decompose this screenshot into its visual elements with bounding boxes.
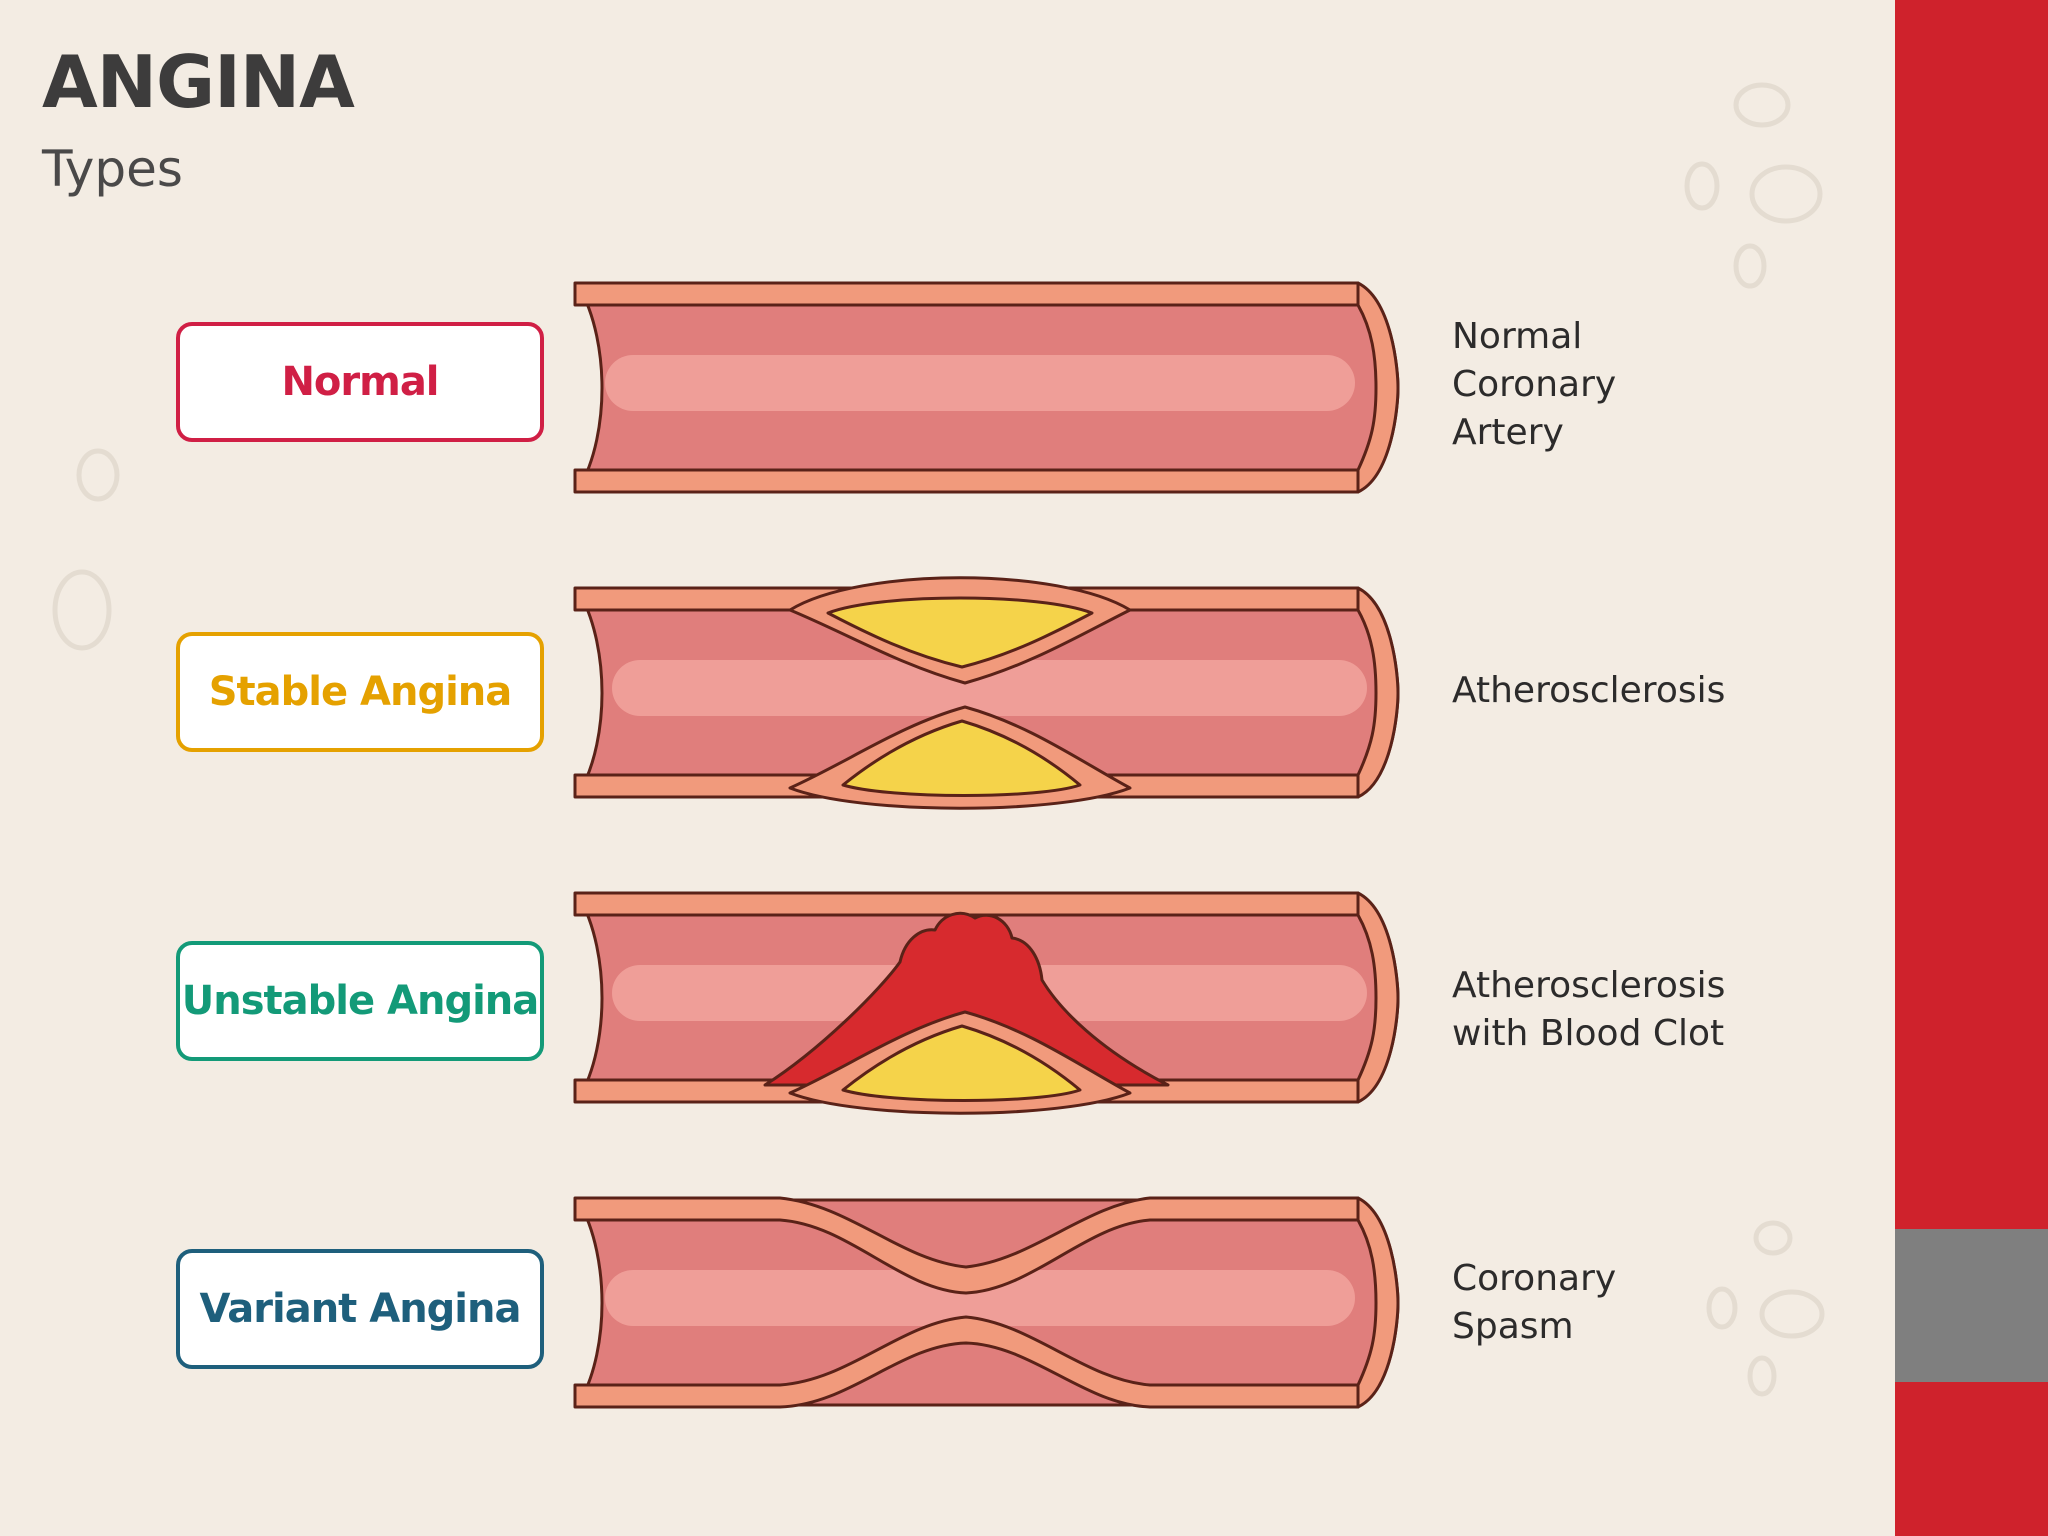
side-accent-block: [1895, 1229, 2048, 1382]
description-unstable-angina: Atherosclerosis with Blood Clot: [1452, 965, 1726, 1054]
plaque-bottom: [841, 719, 1082, 797]
label-normal: Normal: [176, 322, 544, 442]
label-stable-angina: Stable Angina: [176, 632, 544, 752]
blood-clot: [763, 911, 1170, 1087]
vessel-highlight: [605, 355, 1355, 411]
description-stable-angina: Atherosclerosis: [1452, 670, 1726, 711]
page-subtitle: Types: [42, 140, 183, 198]
plaque-top: [826, 596, 1094, 669]
vessel-plaque: [573, 576, 1400, 810]
label-unstable-angina: Unstable Angina: [176, 941, 544, 1061]
vessel-illustrations: [52, 82, 1825, 1409]
label-variant-angina: Variant Angina: [176, 1249, 544, 1369]
vessel-plaque-clot: [573, 891, 1400, 1115]
description-variant-angina: Coronary Spasm: [1452, 1258, 1617, 1347]
vessel-wall-bottom: [573, 468, 1360, 494]
page-title: ANGINA: [42, 40, 355, 124]
vessel-normal: [573, 281, 1400, 494]
description-normal: Normal Coronary Artery: [1452, 316, 1617, 453]
vessel-spasm: [573, 1196, 1400, 1409]
vessel-end-rim: [1356, 281, 1400, 494]
vessel-wall-top: [573, 281, 1360, 307]
decorative-cells: [52, 82, 1825, 1397]
